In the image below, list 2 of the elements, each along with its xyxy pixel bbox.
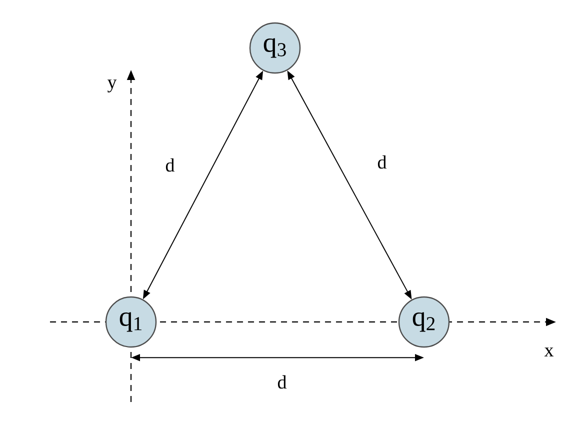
axis-label: x	[544, 348, 554, 356]
axis-label: y	[108, 80, 117, 92]
